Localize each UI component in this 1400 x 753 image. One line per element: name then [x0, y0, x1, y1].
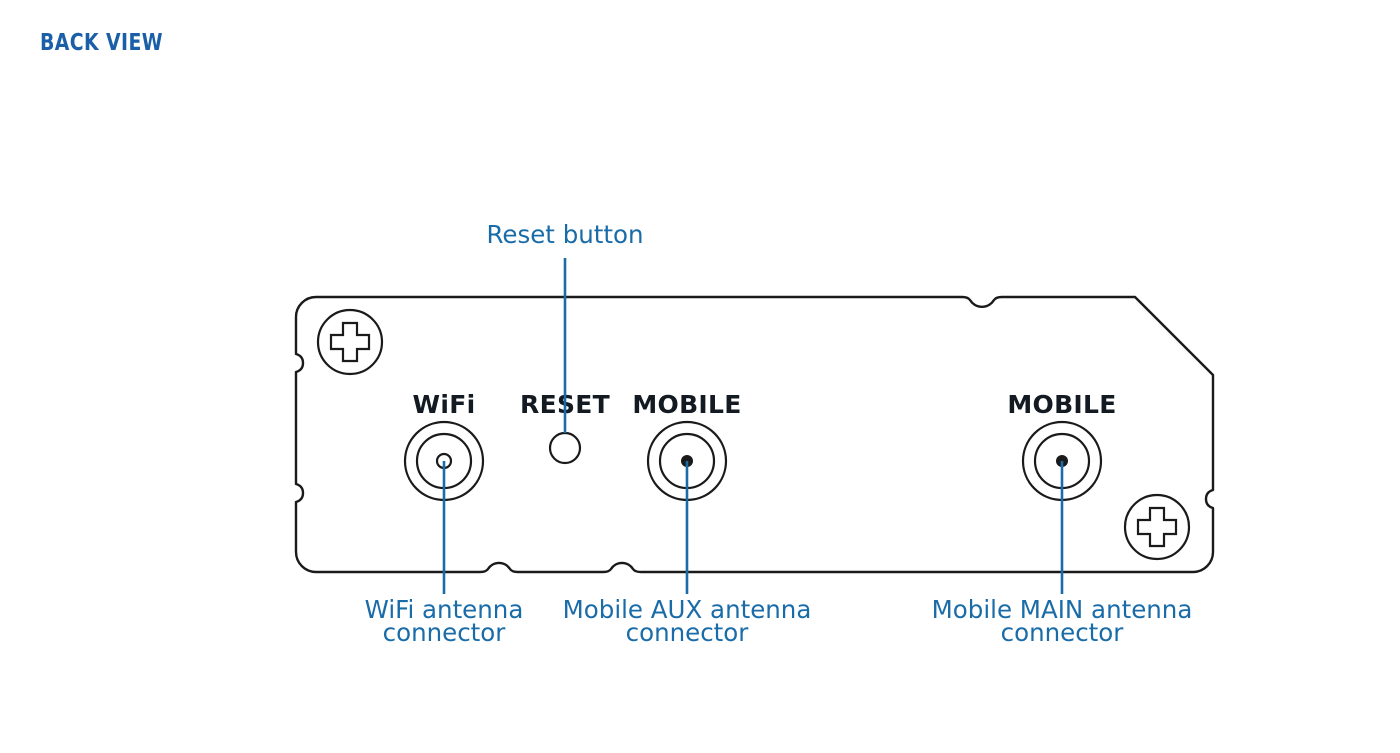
callout-wifi-antenna-line-1: WiFi antenna — [365, 595, 524, 624]
silkscreen-label-mobile-main: MOBILE — [1007, 390, 1116, 419]
reset-button-hole[interactable] — [548, 431, 582, 465]
callout-mobile-aux-antenna-line-1: Mobile AUX antenna — [563, 595, 812, 624]
callout-mobile-aux-antenna-line-2: connector — [626, 618, 750, 647]
enclosure-outline — [294, 295, 1215, 574]
silkscreen-label-mobile-aux: MOBILE — [632, 390, 741, 419]
callout-mobile-main-antenna-line-2: connector — [1001, 618, 1125, 647]
callout-mobile-aux-antenna-connector: Mobile AUX antenna connector — [563, 595, 812, 647]
callout-mobile-main-antenna-line-1: Mobile MAIN antenna — [932, 595, 1193, 624]
page-title: BACK VIEW — [40, 30, 163, 56]
screw-top-left-icon — [316, 308, 384, 376]
callout-reset-button: Reset button — [486, 220, 643, 249]
callout-mobile-main-antenna-connector: Mobile MAIN antenna connector — [932, 595, 1193, 647]
silkscreen-label-wifi: WiFi — [413, 390, 476, 419]
callout-wifi-antenna-connector: WiFi antenna connector — [365, 595, 524, 647]
screw-bottom-right-icon — [1123, 493, 1191, 561]
callout-wifi-antenna-line-2: connector — [383, 618, 507, 647]
